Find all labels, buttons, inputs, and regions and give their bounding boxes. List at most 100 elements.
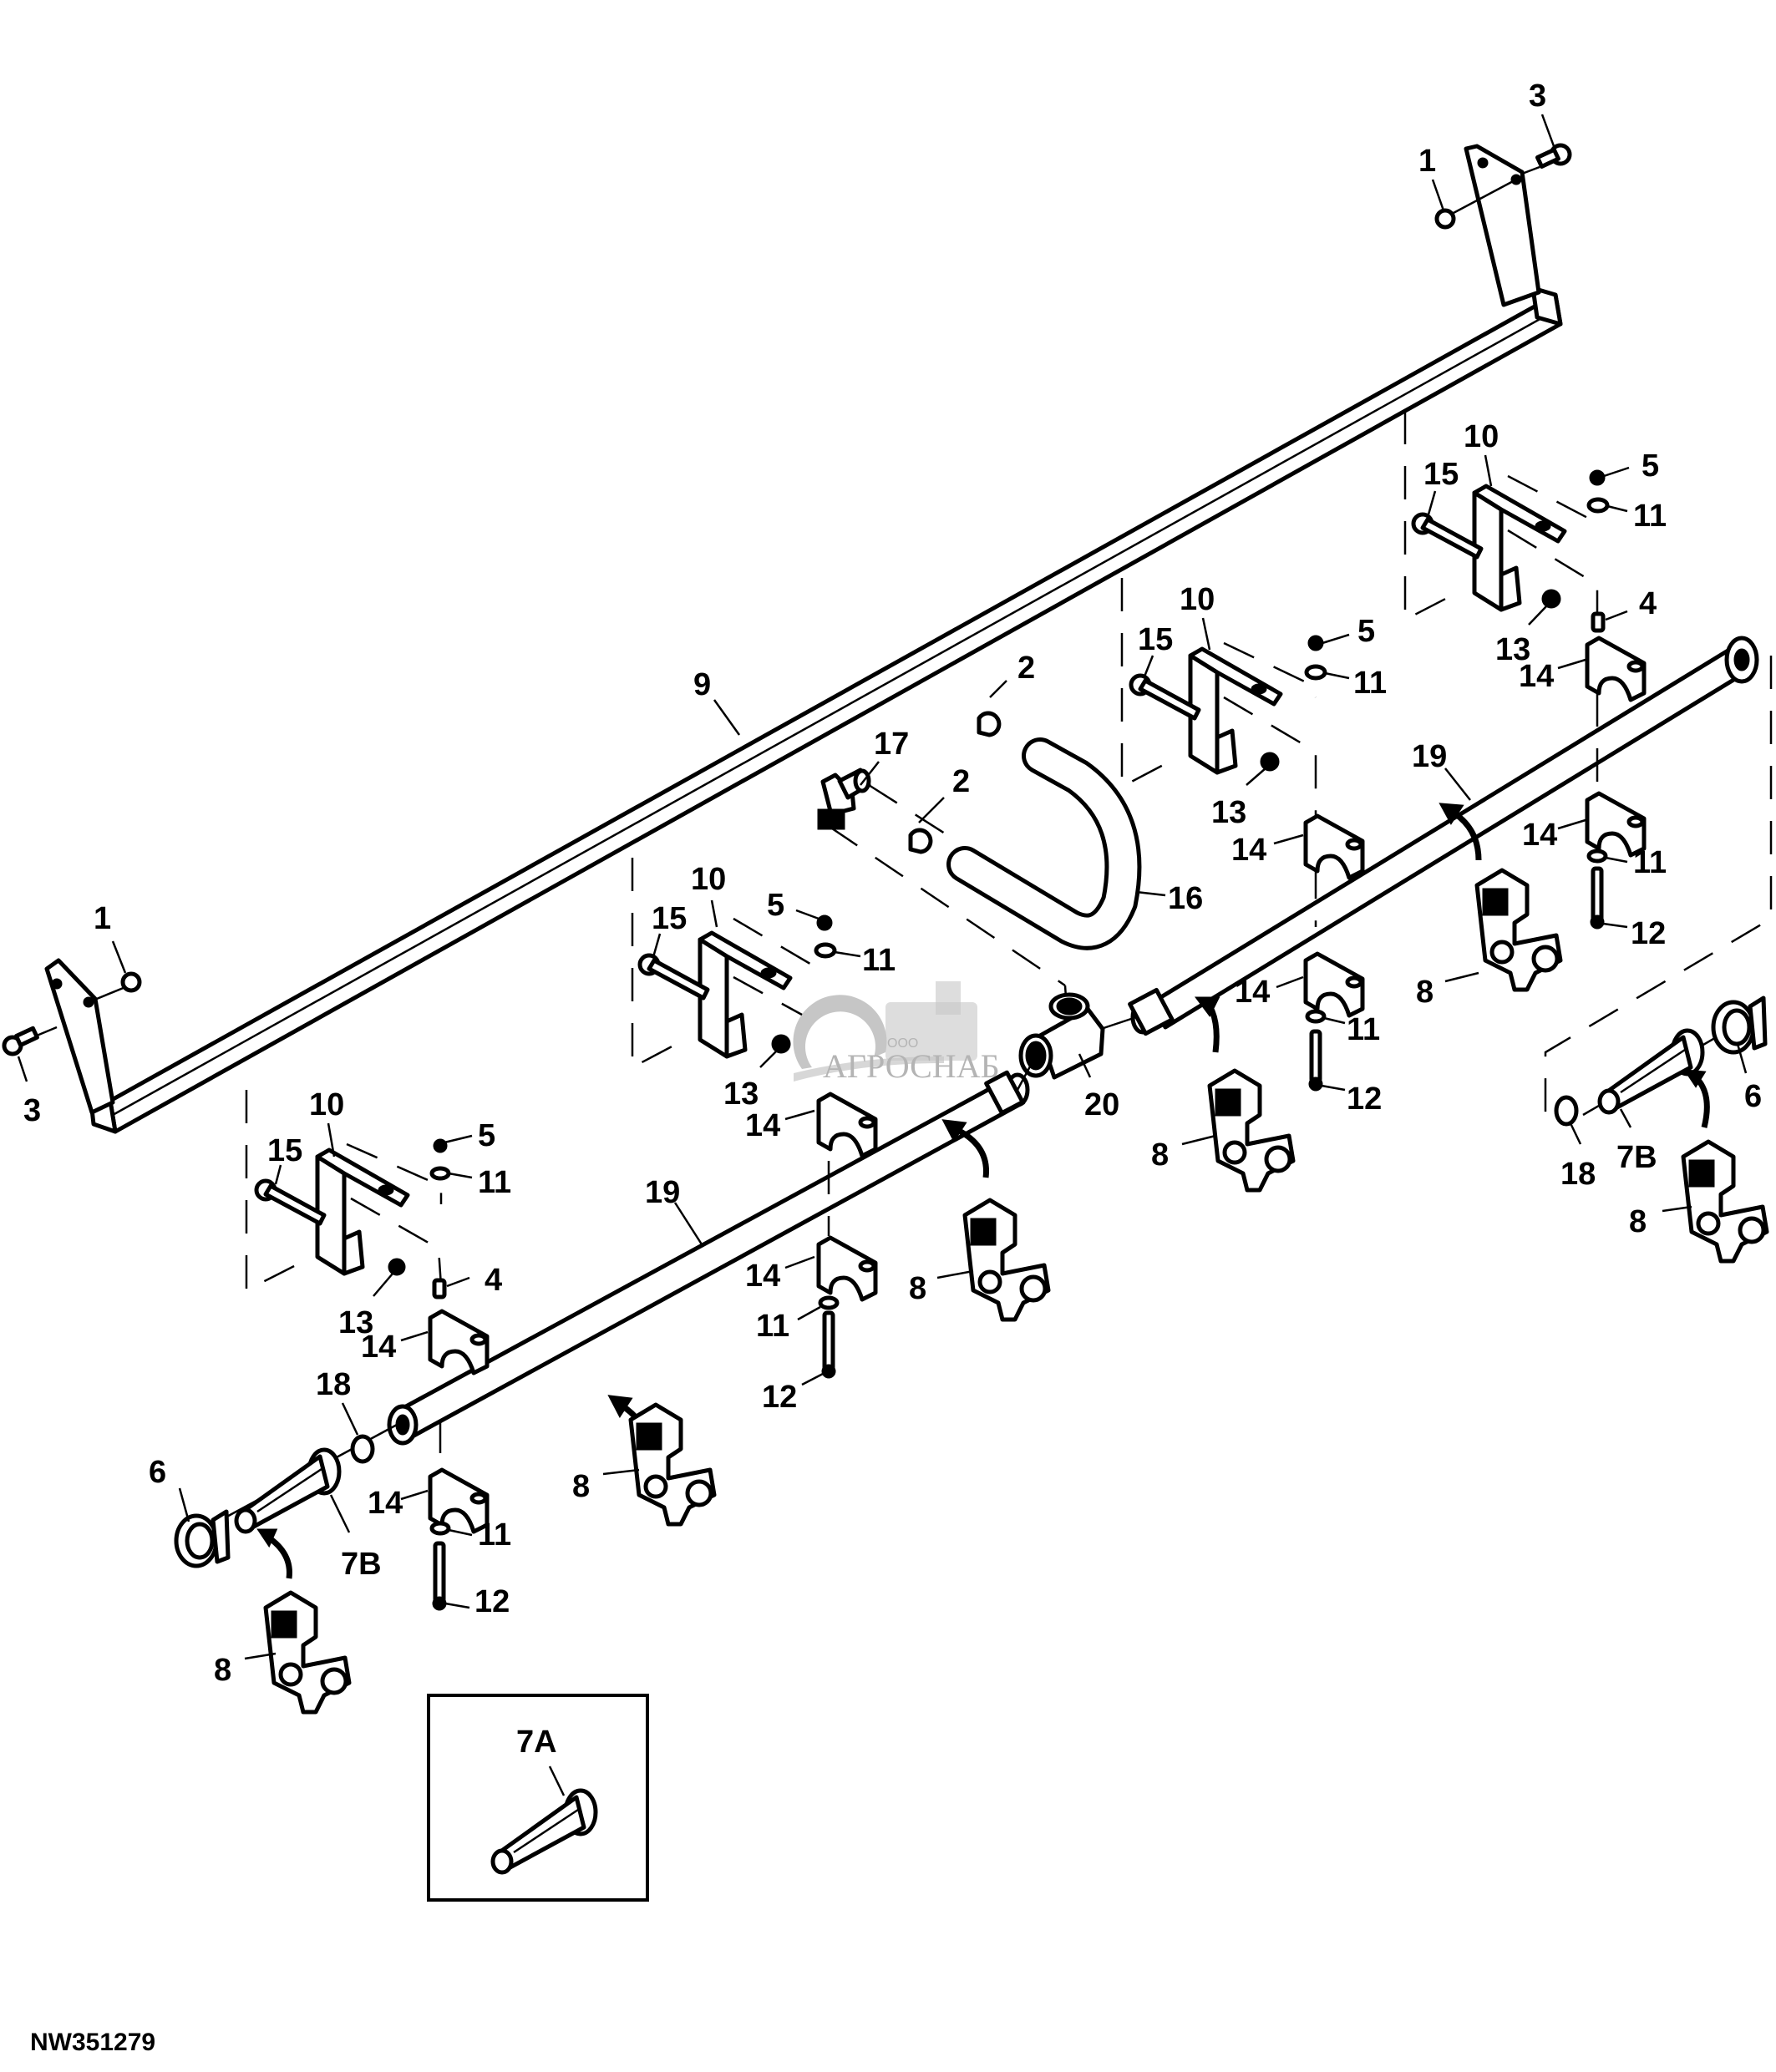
- bracket-group-b-lower: 14 11 12: [745, 1161, 875, 1415]
- callout-7A: 7A: [516, 1725, 557, 1760]
- callout-14-c: 14: [1231, 833, 1266, 868]
- callout-15-a: 15: [267, 1133, 302, 1168]
- hose-clamp-upper: 2: [977, 651, 1035, 737]
- bracket-group-d: 15 10 5 11 13 4 14: [1403, 411, 1667, 700]
- callout-8-mid-2: 8: [909, 1271, 926, 1306]
- elbow-to-tee-line: [829, 825, 1066, 987]
- callout-8-mid-3: 8: [1151, 1137, 1169, 1173]
- callout-14-a-lower: 14: [368, 1486, 403, 1521]
- hose-clamp-lower: 2: [908, 764, 970, 854]
- callout-2-lower: 2: [952, 764, 970, 799]
- bracket-group-a: 15 10 5 11 13 4 14: [245, 1087, 511, 1373]
- frame-left-bolt: 3: [2, 1026, 58, 1128]
- callout-11-d-lower: 11: [1633, 845, 1667, 880]
- valve-mid-1: 8: [572, 1395, 714, 1524]
- callout-18-right: 18: [1560, 1157, 1596, 1192]
- callout-15-c: 15: [1138, 622, 1173, 657]
- callout-13-b: 13: [723, 1077, 759, 1112]
- bracket-group-a-lower: 14 11 12: [368, 1420, 511, 1619]
- callout-12-d: 12: [1631, 916, 1666, 951]
- callout-14-c-lower: 14: [1235, 975, 1270, 1010]
- callout-13-d: 13: [1495, 632, 1530, 667]
- callout-16: 16: [1168, 881, 1203, 916]
- frame-right-nut: 1: [1418, 144, 1517, 230]
- callout-15-b: 15: [652, 901, 687, 936]
- callout-18-left: 18: [316, 1367, 351, 1402]
- callout-8-left: 8: [214, 1653, 231, 1688]
- bracket-group-c: 15 10 5 11 13 14: [1120, 578, 1387, 927]
- callout-10-d: 10: [1464, 419, 1499, 454]
- callout-1-left: 1: [94, 901, 111, 936]
- callout-14-d: 14: [1519, 659, 1554, 694]
- callout-11-c-lower: 11: [1347, 1012, 1380, 1047]
- callout-14-b-lower: 14: [745, 1259, 780, 1294]
- inset-7a: 7A: [427, 1694, 649, 1902]
- frame-right-plate: [1464, 144, 1541, 307]
- frame-tube-callout: 9: [693, 667, 741, 736]
- callout-6-left: 6: [149, 1455, 166, 1490]
- callout-1-right: 1: [1418, 144, 1436, 179]
- right-end-assembly: 18 7B 6 8: [1544, 656, 1773, 1261]
- callout-10-b: 10: [691, 862, 726, 897]
- boom-tube-right: 19: [1100, 636, 1759, 1036]
- callout-5-c: 5: [1357, 614, 1375, 649]
- callout-7B-right: 7B: [1616, 1140, 1657, 1175]
- callout-12-c: 12: [1347, 1082, 1382, 1117]
- bracket-group-d-lower: 14 11 12: [1522, 693, 1667, 951]
- callout-3-left: 3: [23, 1093, 41, 1128]
- callout-11-d: 11: [1633, 499, 1667, 534]
- watermark-logo: ООО АГРОСНАБ: [793, 981, 1000, 1085]
- callout-2-upper: 2: [1017, 651, 1035, 686]
- tee-fitting: 20: [1018, 985, 1119, 1122]
- frame-right-bolt: 3: [1521, 79, 1572, 175]
- watermark-name: АГРОСНАБ: [823, 1047, 1000, 1085]
- callout-11-c: 11: [1353, 666, 1387, 701]
- callout-12-a: 12: [474, 1584, 510, 1619]
- callout-6-right: 6: [1744, 1079, 1762, 1114]
- callout-11-b: 11: [862, 943, 896, 978]
- elbow-to-hose-line: [868, 783, 962, 845]
- callout-7B-left: 7B: [341, 1547, 382, 1582]
- callout-4-a: 4: [485, 1263, 502, 1298]
- callout-11-b-lower: 11: [756, 1309, 789, 1344]
- valve-mid-3: 8: [1151, 996, 1293, 1190]
- callout-10-a: 10: [309, 1087, 344, 1122]
- callout-11-a-lower: 11: [478, 1517, 511, 1553]
- callout-5-a: 5: [478, 1118, 495, 1153]
- frame-left-nut: 1: [88, 901, 142, 1004]
- bracket-group-b: 15 10 5 11 13 14: [631, 858, 896, 1156]
- gear-icon: [793, 995, 887, 1069]
- callout-14-a: 14: [361, 1330, 396, 1365]
- callout-15-d: 15: [1423, 457, 1459, 492]
- callout-5-d: 5: [1642, 448, 1659, 484]
- callout-11-a: 11: [478, 1165, 511, 1200]
- left-end-assembly: 18 7B 6 8: [149, 1367, 398, 1712]
- callout-8-right: 8: [1629, 1204, 1647, 1239]
- bracket-group-c-lower: 14 11 12: [1235, 954, 1382, 1117]
- callout-8-mid-4: 8: [1416, 975, 1433, 1010]
- callout-19-right: 19: [1412, 739, 1447, 774]
- boom-tube-left: 19: [387, 1070, 1030, 1446]
- callout-10-c: 10: [1180, 582, 1215, 617]
- watermark-prefix: ООО: [887, 1036, 918, 1051]
- elbow-fitting: 17: [817, 727, 909, 830]
- callout-13-c: 13: [1211, 795, 1246, 830]
- figure-id: NW351279: [30, 2029, 155, 2056]
- tee-to-left-boom-line: [1016, 1055, 1038, 1091]
- callout-17: 17: [874, 727, 909, 762]
- callout-4-d: 4: [1639, 586, 1657, 621]
- callout-8-mid-1: 8: [572, 1469, 590, 1504]
- callout-20: 20: [1084, 1087, 1119, 1122]
- valve-mid-2: 8: [909, 1119, 1048, 1320]
- valve-mid-4: 8: [1416, 803, 1560, 1010]
- callout-5-b: 5: [767, 888, 784, 923]
- callout-3-right: 3: [1529, 79, 1546, 114]
- gasket-left: [350, 1434, 375, 1464]
- callout-14-b: 14: [745, 1108, 780, 1143]
- callout-19-left: 19: [645, 1175, 680, 1210]
- callout-13-a: 13: [338, 1305, 373, 1340]
- frame-left-plate: [44, 958, 115, 1115]
- callout-9: 9: [693, 667, 711, 702]
- gasket-right: [1554, 1095, 1579, 1127]
